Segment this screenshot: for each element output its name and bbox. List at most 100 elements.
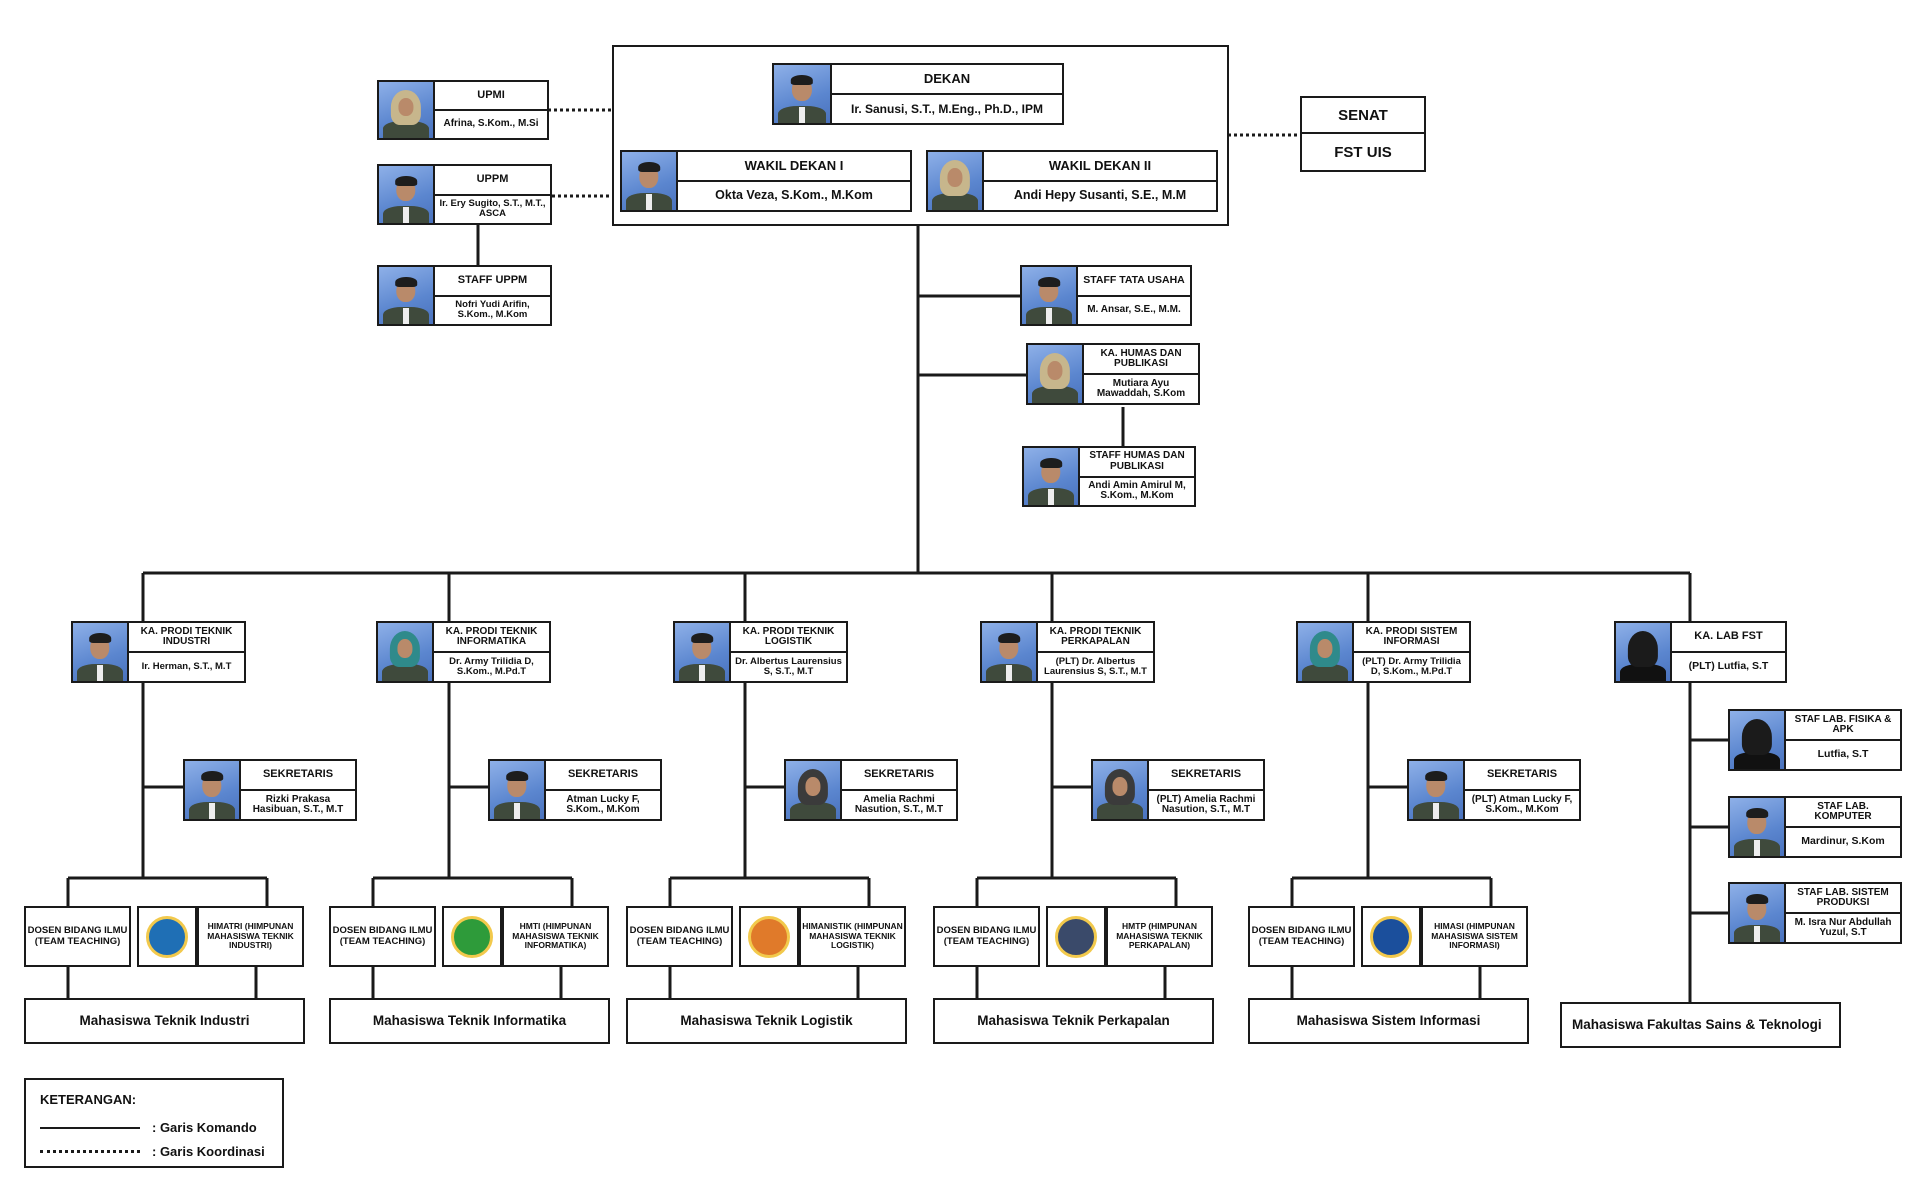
organization-logo-icon	[442, 906, 502, 967]
staf-lab-fisika-card: STAF LAB. FISIKA & APK Lutfia, S.T	[1728, 709, 1902, 771]
ka-prodi-name: (PLT) Dr. Army Trilidia D, S.Kom., M.Pd.…	[1362, 656, 1461, 677]
staf-lab-2-name: M. Isra Nur Abdullah Yuzul, S.T	[1794, 916, 1892, 938]
legend-box: KETERANGAN: : Garis Komando : Garis Koor…	[24, 1078, 284, 1168]
person-photo-icon	[980, 621, 1038, 683]
staf-lab-0-name: Lutfia, S.T	[1817, 748, 1869, 761]
person-photo-icon	[1091, 759, 1149, 821]
person-photo-icon	[926, 150, 984, 212]
sekretaris-title: SEKRETARIS	[241, 761, 355, 791]
ka-prodi-title: KA. PRODI TEKNIK PERKAPALAN	[1038, 623, 1153, 653]
himpunan-box: HMTP (HIMPUNAN MAHASISWA TEKNIK PERKAPAL…	[1106, 906, 1213, 967]
senat-box: SENAT FST UIS	[1300, 96, 1426, 172]
uppm-title: UPPM	[435, 166, 550, 196]
ka-lab-title: KA. LAB FST	[1672, 623, 1785, 653]
person-photo-icon	[620, 150, 678, 212]
mahasiswa-box: Mahasiswa Sistem Informasi	[1248, 998, 1529, 1044]
person-photo-icon	[1022, 446, 1080, 507]
legend-koordinasi: : Garis Koordinasi	[152, 1144, 265, 1159]
ka-prodi-card: KA. PRODI SISTEM INFORMASI (PLT) Dr. Army…	[1296, 621, 1471, 683]
person-photo-icon	[1728, 882, 1786, 944]
sekretaris-title: SEKRETARIS	[1465, 761, 1579, 791]
solid-line-sample	[40, 1126, 140, 1129]
ka-prodi-name: Dr. Albertus Laurensius S, S.T., M.T	[735, 656, 842, 677]
person-photo-icon	[1407, 759, 1465, 821]
person-photo-icon	[1020, 265, 1078, 326]
dosen-box: DOSEN BIDANG ILMU (TEAM TEACHING)	[1248, 906, 1355, 967]
wd1-title: WAKIL DEKAN I	[678, 152, 910, 182]
ka-prodi-title: KA. PRODI TEKNIK LOGISTIK	[731, 623, 846, 653]
ka-prodi-title: KA. PRODI TEKNIK INDUSTRI	[129, 623, 244, 653]
legend-komando: : Garis Komando	[152, 1120, 257, 1135]
dotted-line-sample	[40, 1150, 140, 1153]
uppm-name: Ir. Ery Sugito, S.T., M.T., ASCA	[439, 198, 546, 220]
sekretaris-title: SEKRETARIS	[842, 761, 956, 791]
dosen-box: DOSEN BIDANG ILMU (TEAM TEACHING)	[24, 906, 131, 967]
senat-label: SENAT	[1300, 96, 1426, 134]
staf-lab-1-name: Mardinur, S.Kom	[1801, 835, 1885, 848]
ka-humas-name: Mutiara Ayu Mawaddah, S.Kom	[1096, 377, 1186, 399]
person-photo-icon	[183, 759, 241, 821]
sekretaris-name: Atman Lucky F, S.Kom., M.Kom	[566, 793, 640, 815]
person-photo-icon	[1296, 621, 1354, 683]
person-photo-icon	[377, 265, 435, 326]
sekretaris-title: SEKRETARIS	[546, 761, 660, 791]
organization-logo-icon	[1046, 906, 1106, 967]
mahasiswa-box: Mahasiswa Teknik Logistik	[626, 998, 907, 1044]
person-photo-icon	[376, 621, 434, 683]
wd2-title: WAKIL DEKAN II	[984, 152, 1216, 182]
ka-lab-card: KA. LAB FST (PLT) Lutfia, S.T	[1614, 621, 1787, 683]
person-photo-icon	[1026, 343, 1084, 405]
person-photo-icon	[784, 759, 842, 821]
ka-prodi-title: KA. PRODI SISTEM INFORMASI	[1354, 623, 1469, 653]
sekretaris-card: SEKRETARIS(PLT) Atman Lucky F, S.Kom., M…	[1407, 759, 1581, 821]
himpunan-box: HIMASI (HIMPUNAN MAHASISWA SISTEM INFORM…	[1421, 906, 1528, 967]
ka-lab-name: (PLT) Lutfia, S.T	[1688, 660, 1769, 673]
wd2-name: Andi Hepy Susanti, S.E., M.M	[1013, 188, 1187, 203]
wd1-name: Okta Veza, S.Kom., M.Kom	[715, 188, 873, 203]
legend-title: KETERANGAN:	[40, 1092, 137, 1107]
sekretaris-name: (PLT) Atman Lucky F, S.Kom., M.Kom	[1471, 793, 1573, 815]
person-photo-icon	[1728, 796, 1786, 858]
organization-logo-icon	[137, 906, 197, 967]
ka-prodi-name: (PLT) Dr. Albertus Laurensius S, S.T., M…	[1044, 656, 1147, 677]
himpunan-box: HMTI (HIMPUNAN MAHASISWA TEKNIK INFORMAT…	[502, 906, 609, 967]
person-photo-icon	[71, 621, 129, 683]
staff-humas-title: STAFF HUMAS DAN PUBLIKASI	[1080, 448, 1194, 478]
mahasiswa-box: Mahasiswa Teknik Informatika	[329, 998, 610, 1044]
himpunan-box: HIMANISTIK (HIMPUNAN MAHASISWA TEKNIK LO…	[799, 906, 906, 967]
staff-uppm-name: Nofri Yudi Arifin, S.Kom., M.Kom	[455, 299, 530, 321]
person-photo-icon	[377, 164, 435, 225]
person-photo-icon	[673, 621, 731, 683]
ka-prodi-card: KA. PRODI TEKNIK PERKAPALAN (PLT) Dr. Alb…	[980, 621, 1155, 683]
ka-prodi-title: KA. PRODI TEKNIK INFORMATIKA	[434, 623, 549, 653]
person-photo-icon	[1614, 621, 1672, 683]
dosen-box: DOSEN BIDANG ILMU (TEAM TEACHING)	[933, 906, 1040, 967]
organization-logo-icon	[739, 906, 799, 967]
upmi-title: UPMI	[435, 82, 547, 111]
upmi-card: UPMI Afrina, S.Kom., M.Si	[377, 80, 549, 140]
sekretaris-name: (PLT) Amelia Rachmi Nasution, S.T., M.T	[1156, 793, 1256, 815]
upmi-name: Afrina, S.Kom., M.Si	[443, 118, 539, 130]
mahasiswa-fst-box: Mahasiswa Fakultas Sains & Teknologi	[1560, 1002, 1841, 1048]
person-photo-icon	[1728, 709, 1786, 771]
wakil-dekan-2-card: WAKIL DEKAN II Andi Hepy Susanti, S.E., M…	[926, 150, 1218, 212]
wakil-dekan-1-card: WAKIL DEKAN I Okta Veza, S.Kom., M.Kom	[620, 150, 912, 212]
staff-humas-name: Andi Amin Amirul M, S.Kom., M.Kom	[1088, 479, 1186, 502]
ka-prodi-card: KA. PRODI TEKNIK LOGISTIK Dr. Albertus La…	[673, 621, 848, 683]
dekan-name: Ir. Sanusi, S.T., M.Eng., Ph.D., IPM	[850, 101, 1044, 116]
person-photo-icon	[377, 80, 435, 140]
sekretaris-card: SEKRETARIS(PLT) Amelia Rachmi Nasution, …	[1091, 759, 1265, 821]
staf-lab-0-title: STAF LAB. FISIKA & APK	[1786, 711, 1900, 741]
